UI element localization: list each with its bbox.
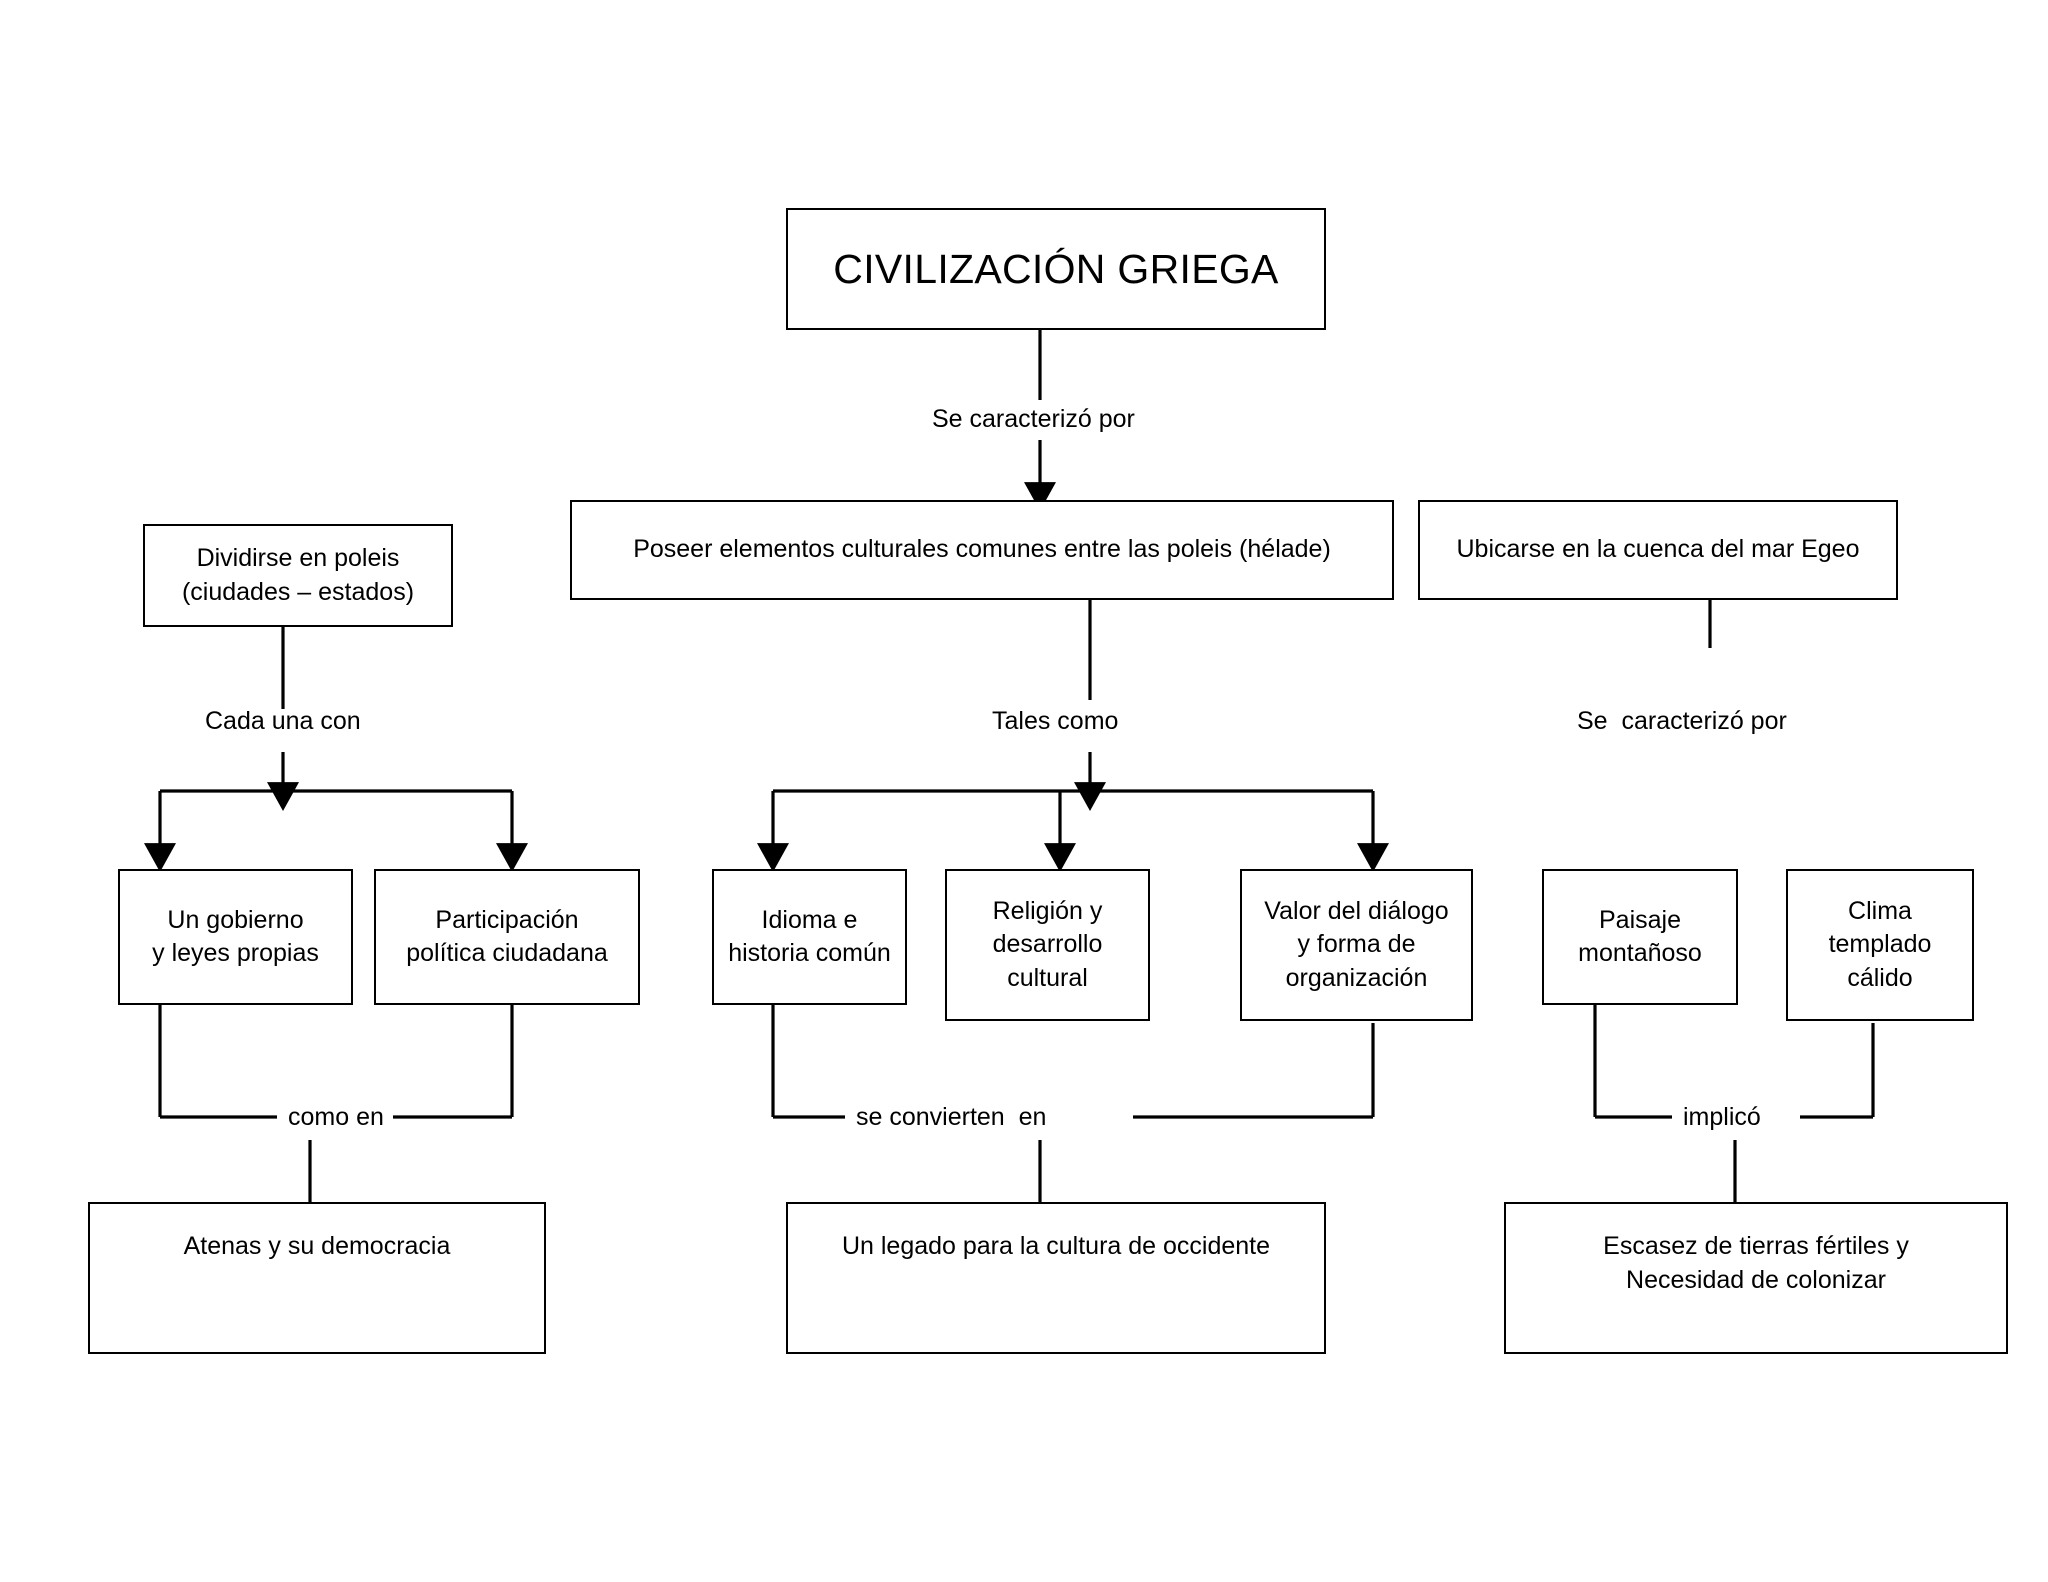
edge-label-se-caracterizo-por-aegean: Se caracterizó por bbox=[1570, 709, 1794, 734]
node-religion-desarrollo-cultural-label: Religión y desarrollo cultural bbox=[992, 896, 1103, 992]
node-idioma-historia-comun[interactable]: Idioma e historia común bbox=[712, 869, 907, 1005]
node-atenas-democracia[interactable]: Atenas y su democracia bbox=[88, 1202, 546, 1354]
edge-label-como-en: como en bbox=[281, 1105, 391, 1130]
node-civilizacion-griega-label: CIVILIZACIÓN GRIEGA bbox=[833, 245, 1279, 292]
node-religion-desarrollo-cultural[interactable]: Religión y desarrollo cultural bbox=[945, 869, 1150, 1021]
node-participacion-politica[interactable]: Participación política ciudadana bbox=[374, 869, 640, 1005]
edge-label-se-caracterizo-por-root: Se caracterizó por bbox=[925, 407, 1142, 432]
node-elementos-culturales-label: Poseer elementos culturales comunes entr… bbox=[633, 535, 1331, 564]
node-un-gobierno-leyes-propias-label: Un gobierno y leyes propias bbox=[152, 905, 319, 968]
node-valor-del-dialogo-label: Valor del diálogo y forma de organizació… bbox=[1264, 896, 1449, 992]
node-paisaje-montanoso[interactable]: Paisaje montañoso bbox=[1542, 869, 1738, 1005]
node-clima-templado-calido[interactable]: Clima templado cálido bbox=[1786, 869, 1974, 1021]
edge-label-implico: implicó bbox=[1676, 1105, 1768, 1130]
node-un-gobierno-leyes-propias[interactable]: Un gobierno y leyes propias bbox=[118, 869, 353, 1005]
node-cuenca-mar-egeo[interactable]: Ubicarse en la cuenca del mar Egeo bbox=[1418, 500, 1898, 600]
node-legado-cultura-occidente[interactable]: Un legado para la cultura de occidente bbox=[786, 1202, 1326, 1354]
node-paisaje-montanoso-label: Paisaje montañoso bbox=[1578, 905, 1702, 968]
edge-label-cada-una-con: Cada una con bbox=[198, 709, 368, 734]
edge-label-se-convierten-en: se convierten en bbox=[849, 1105, 1054, 1130]
node-escasez-tierras-colonizar[interactable]: Escasez de tierras fértiles y Necesidad … bbox=[1504, 1202, 2008, 1354]
node-clima-templado-calido-label: Clima templado cálido bbox=[1828, 896, 1932, 992]
node-participacion-politica-label: Participación política ciudadana bbox=[406, 905, 608, 968]
node-valor-del-dialogo[interactable]: Valor del diálogo y forma de organizació… bbox=[1240, 869, 1473, 1021]
node-dividirse-en-poleis-label: Dividirse en poleis (ciudades – estados) bbox=[181, 544, 415, 606]
node-cuenca-mar-egeo-label: Ubicarse en la cuenca del mar Egeo bbox=[1456, 535, 1860, 564]
node-dividirse-en-poleis[interactable]: Dividirse en poleis (ciudades – estados) bbox=[143, 524, 453, 627]
node-civilizacion-griega[interactable]: CIVILIZACIÓN GRIEGA bbox=[786, 208, 1326, 330]
node-legado-cultura-occidente-label: Un legado para la cultura de occidente bbox=[841, 1232, 1271, 1260]
node-escasez-tierras-colonizar-label: Escasez de tierras fértiles y Necesidad … bbox=[1603, 1232, 1909, 1294]
node-idioma-historia-comun-label: Idioma e historia común bbox=[728, 905, 891, 968]
edge-label-tales-como: Tales como bbox=[985, 709, 1126, 734]
node-atenas-democracia-label: Atenas y su democracia bbox=[183, 1232, 451, 1260]
node-elementos-culturales[interactable]: Poseer elementos culturales comunes entr… bbox=[570, 500, 1394, 600]
